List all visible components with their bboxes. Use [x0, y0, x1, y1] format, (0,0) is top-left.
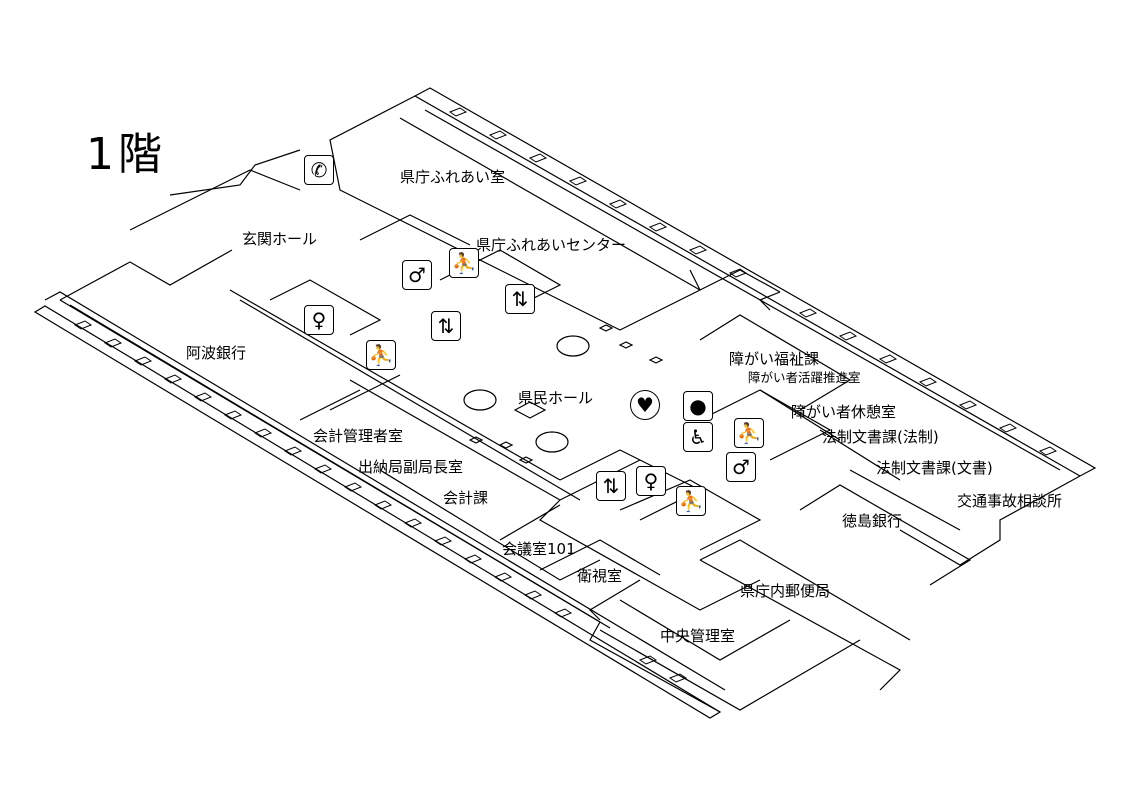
room-label: 出納局副局長室	[358, 458, 464, 476]
phone-icon: ✆	[304, 155, 334, 185]
floor-title: 1階	[86, 129, 166, 180]
central-hall-outline	[129, 149, 972, 711]
aed-icon: ♥	[630, 390, 660, 420]
room-label: 会計管理者室	[313, 427, 404, 445]
room-label: 県庁内郵便局	[740, 582, 831, 600]
elevator-icon: ⇅	[431, 311, 461, 341]
room-label: 障がい者休憩室	[791, 403, 897, 421]
room-label: 障がい者活躍推進室	[748, 370, 861, 385]
womens-restroom-icon: ♀	[636, 466, 666, 496]
room-label: 交通事故相談所	[957, 492, 1063, 510]
mens-restroom-icon: ♂	[402, 260, 432, 290]
hall-features	[463, 324, 664, 464]
stairs-icon: ⛹	[676, 486, 706, 516]
window-marks	[73, 107, 1058, 683]
west-wing-outline	[33, 249, 726, 719]
elevator-icon: ⇅	[596, 471, 626, 501]
room-label: 衛視室	[577, 567, 623, 585]
room-label: 会議室101	[502, 540, 576, 558]
stairs-icon: ⛹	[366, 340, 396, 370]
elevator-icon: ⇅	[505, 284, 535, 314]
room-label: 障がい福祉課	[729, 350, 820, 368]
room-label: 中央管理室	[660, 627, 736, 645]
room-label: 法制文書課(文書)	[876, 459, 993, 477]
room-label: 阿波銀行	[186, 344, 247, 362]
womens-restroom-icon: ♀	[304, 305, 334, 335]
accessible-family-icon: ♿	[683, 422, 713, 452]
east-wing-outline	[329, 87, 1097, 566]
multipurpose-restroom-icon: ●	[683, 391, 713, 421]
room-label: 会計課	[443, 489, 489, 507]
room-label: 徳島銀行	[842, 512, 903, 530]
room-label: 玄関ホール	[242, 230, 318, 248]
room-label: 県民ホール	[518, 389, 594, 407]
mens-restroom-icon: ♂	[726, 452, 756, 482]
stairs-icon: ⛹	[734, 418, 764, 448]
room-label: 県庁ふれあい室	[400, 168, 506, 186]
stairs-icon: ⛹	[449, 248, 479, 278]
room-label: 県庁ふれあいセンター	[476, 236, 627, 254]
room-label: 法制文書課(法制)	[822, 428, 939, 446]
